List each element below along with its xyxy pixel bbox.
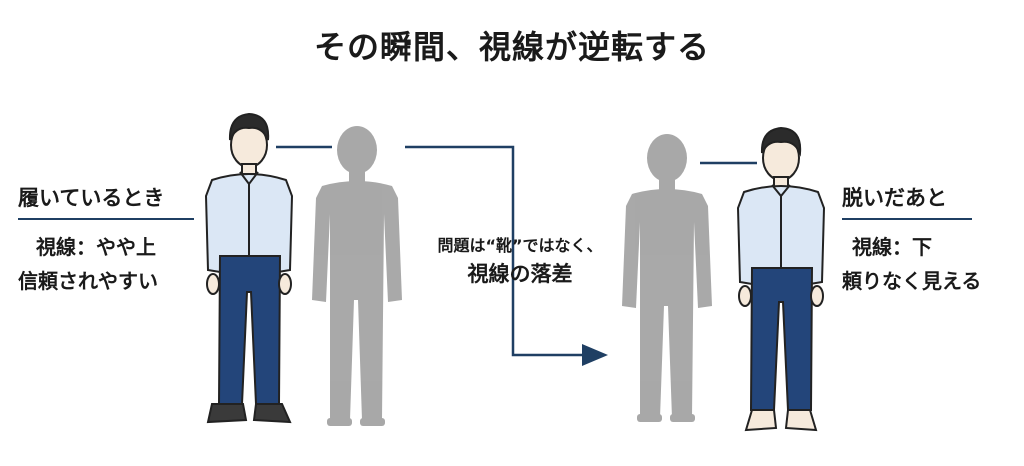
man-barefoot [736,126,826,432]
left-line-2: 信頼されやすい [18,269,158,293]
right-silhouette [622,134,712,422]
page-title: その瞬間、視線が逆転する [313,28,710,66]
right-line-1: 視線：下 [852,235,932,259]
left-heading: 履いているとき [18,182,194,220]
arrow-head-icon [582,344,608,366]
center-line-2: 視線の落差 [467,262,573,286]
right-heading: 脱いだあと [842,182,972,220]
right-line-2: 頼りなく見える [842,269,982,293]
left-line-1: 視線：やや上 [36,235,156,259]
man-with-shoes [204,112,294,424]
tall-silhouette [312,126,402,426]
center-line-1: 問題は“靴”ではなく、 [437,236,603,255]
left-panel: 履いているとき 視線：やや上 信頼されやすい [18,182,194,298]
right-panel: 脱いだあと 視線：下 頼りなく見える [842,182,981,298]
arrow-line [405,145,582,357]
